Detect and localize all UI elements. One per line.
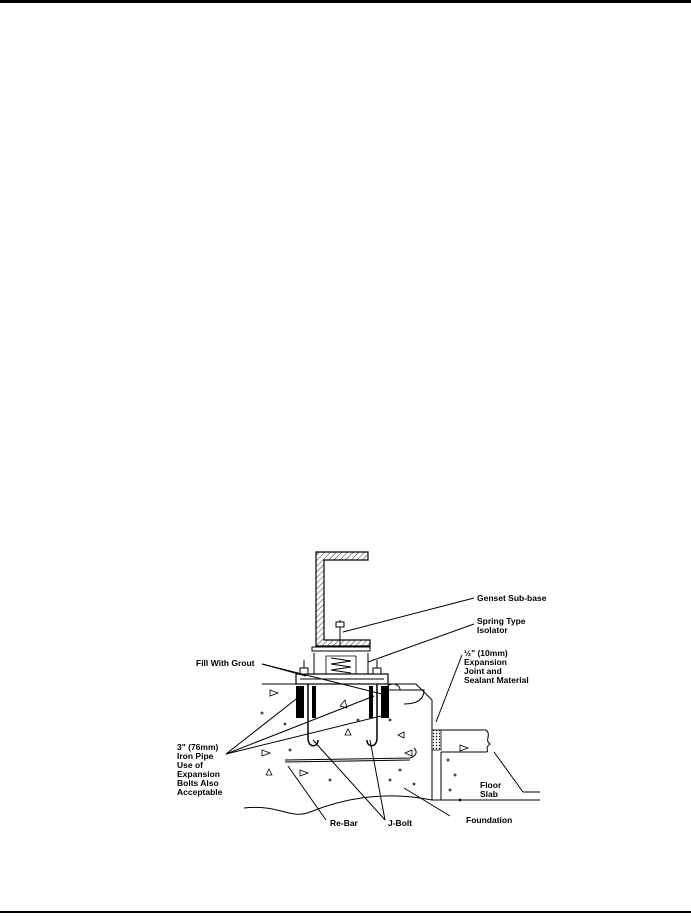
label-j-bolt: J-Bolt [388, 818, 412, 828]
label-floor-slab: Floor Slab [480, 780, 504, 799]
foundation-block [243, 683, 540, 815]
label-fill-with-grout: Fill With Grout [196, 658, 255, 668]
isolator-top [311, 620, 371, 652]
label-genset-subbase: Genset Sub-base [477, 593, 547, 603]
bottom-rule [0, 911, 691, 913]
subbase-channel [315, 551, 371, 647]
iron-pipes [296, 686, 389, 718]
label-iron-pipe: 3" (76mm) Iron Pipe Use of Expansion Bol… [177, 742, 223, 797]
aggregate-marks [260, 689, 470, 802]
leader-lines [225, 597, 540, 821]
label-expansion-joint: ½" (10mm) Expansion Joint and Sealant Ma… [464, 648, 529, 685]
rebar [284, 683, 425, 763]
label-rebar: Re-Bar [330, 818, 359, 828]
label-foundation: Foundation [466, 815, 512, 825]
j-bolts [307, 684, 378, 747]
label-spring-isolator: Spring Type Isolator [477, 616, 528, 635]
top-rule [0, 0, 691, 3]
floor-slab [431, 729, 491, 800]
